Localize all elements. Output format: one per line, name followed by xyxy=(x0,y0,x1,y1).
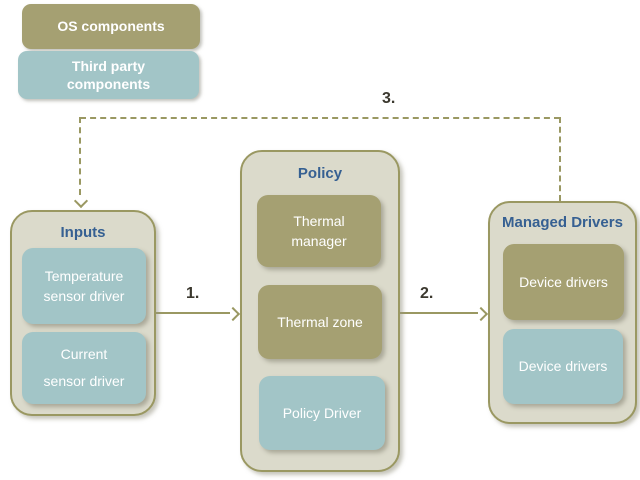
connector-3-left-line xyxy=(79,117,81,195)
connector-3-label: 3. xyxy=(382,90,396,107)
arrow-right-icon xyxy=(473,306,489,322)
inputs-title: Inputs xyxy=(60,224,106,241)
arrow-right-icon xyxy=(225,306,241,322)
legend-third-party-components: Third party components xyxy=(18,51,199,99)
legend-os-components: OS components xyxy=(22,4,200,49)
policy-container: Policy Thermal manager Thermal zone Poli… xyxy=(240,150,400,472)
managed-drivers-container: Managed Drivers Device drivers Device dr… xyxy=(488,201,637,424)
connector-3-right-line xyxy=(559,117,561,201)
managed-drivers-title: Managed Drivers xyxy=(502,214,623,231)
arrow-down-icon xyxy=(73,193,89,209)
inputs-container: Inputs Temperature sensor driver Current… xyxy=(10,210,156,416)
connector-2-line xyxy=(400,312,478,314)
connector-2-label: 2. xyxy=(420,285,434,302)
thermal-zone-node: Thermal zone xyxy=(258,285,382,359)
connector-3-horizontal-line xyxy=(80,117,560,119)
policy-title: Policy xyxy=(297,165,343,182)
temperature-sensor-driver-node: Temperature sensor driver xyxy=(22,248,146,324)
thermal-manager-node: Thermal manager xyxy=(257,195,381,267)
current-sensor-driver-node: Current sensor driver xyxy=(22,332,146,404)
policy-driver-node: Policy Driver xyxy=(259,376,385,450)
connector-1-label: 1. xyxy=(186,285,200,302)
connector-1-line xyxy=(156,312,230,314)
device-drivers-os-node: Device drivers xyxy=(503,244,624,320)
device-drivers-third-party-node: Device drivers xyxy=(503,329,623,404)
